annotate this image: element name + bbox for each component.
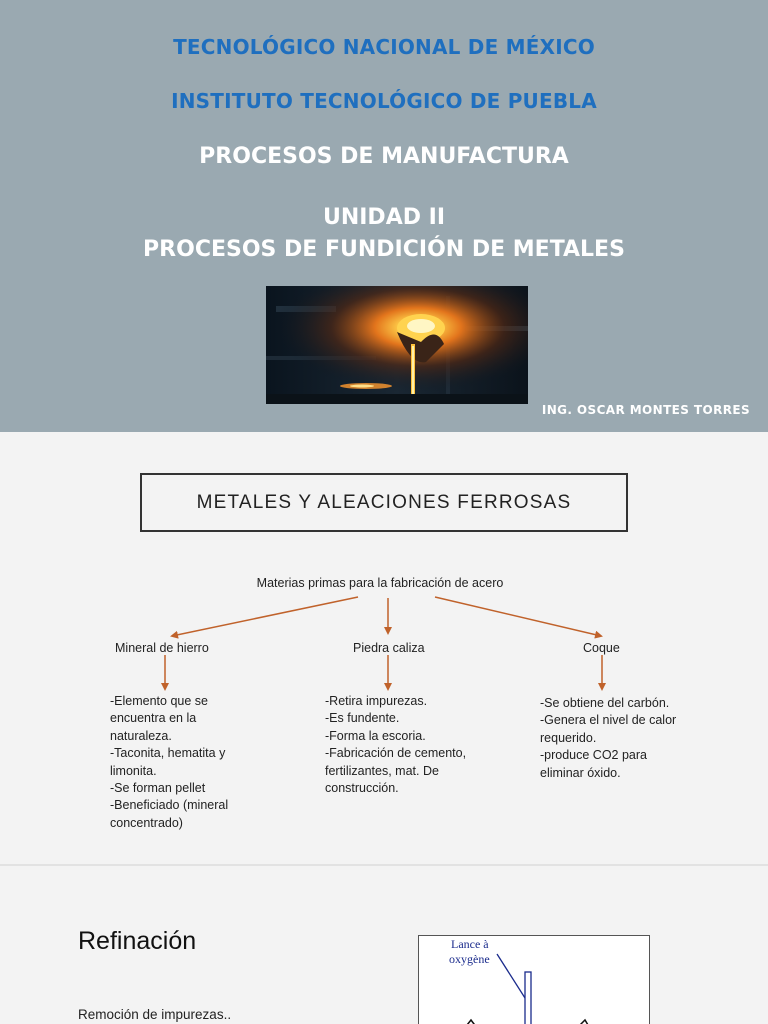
arrow-root-to-coque [435, 597, 601, 636]
caliza-line: -Fabricación de cemento, [325, 745, 466, 762]
mineral-line: -Elemento que se [110, 693, 228, 710]
caliza-line: fertilizantes, mat. De [325, 763, 466, 780]
branch-caliza-description: -Retira impurezas. -Es fundente. -Forma … [325, 693, 466, 797]
molten-metal-photo [266, 286, 528, 404]
mineral-line: naturaleza. [110, 728, 228, 745]
mineral-line: -Beneficiado (mineral [110, 797, 228, 814]
root-node: Materias primas para la fabricación de a… [0, 576, 760, 590]
raw-materials-slide: METALES Y ALEACIONES FERROSAS Materias p… [0, 432, 768, 864]
refining-slide: Refinación Remoción de impurezas.. Lance… [0, 866, 768, 1024]
mineral-line: -Se forman pellet [110, 780, 228, 797]
coque-line: requerido. [540, 730, 676, 747]
coque-line: -produce CO2 para [540, 747, 676, 764]
author-name: ING. OSCAR MONTES TORRES [542, 403, 750, 417]
mineral-line: limonita. [110, 763, 228, 780]
unit-label: UNIDAD II [0, 205, 768, 230]
caliza-line: construcción. [325, 780, 466, 797]
course-title: PROCESOS DE MANUFACTURA [0, 144, 768, 169]
branch-coque-description: -Se obtiene del carbón. -Genera el nivel… [540, 695, 676, 782]
caliza-line: -Es fundente. [325, 710, 466, 727]
mineral-line: encuentra en la [110, 710, 228, 727]
caliza-line: -Retira impurezas. [325, 693, 466, 710]
caliza-line: -Forma la escoria. [325, 728, 466, 745]
mineral-line: -Taconita, hematita y [110, 745, 228, 762]
coque-line: -Genera el nivel de calor [540, 712, 676, 729]
coque-line: -Se obtiene del carbón. [540, 695, 676, 712]
slide-title: METALES Y ALEACIONES FERROSAS [197, 492, 572, 514]
branch-coque-label: Coque [583, 641, 620, 655]
arrow-root-to-mineral [172, 597, 358, 636]
title-slide: TECNOLÓGICO NACIONAL DE MÉXICO INSTITUTO… [0, 0, 768, 432]
branch-mineral-label: Mineral de hierro [115, 641, 209, 655]
institute-title: INSTITUTO TECNOLÓGICO DE PUEBLA [0, 89, 768, 113]
oxygen-lance-diagram: Lance à oxygène [418, 935, 650, 1024]
branch-mineral-description: -Elemento que se encuentra en la natural… [110, 693, 228, 832]
institution-title: TECNOLÓGICO NACIONAL DE MÉXICO [0, 35, 768, 59]
mineral-line: concentrado) [110, 815, 228, 832]
refining-title: Refinación [78, 927, 196, 956]
coque-line: eliminar óxido. [540, 765, 676, 782]
slide-title-box: METALES Y ALEACIONES FERROSAS [140, 473, 628, 532]
unit-title: PROCESOS DE FUNDICIÓN DE METALES [0, 237, 768, 262]
branch-caliza-label: Piedra caliza [353, 641, 425, 655]
refining-text: Remoción de impurezas.. [78, 1007, 231, 1022]
